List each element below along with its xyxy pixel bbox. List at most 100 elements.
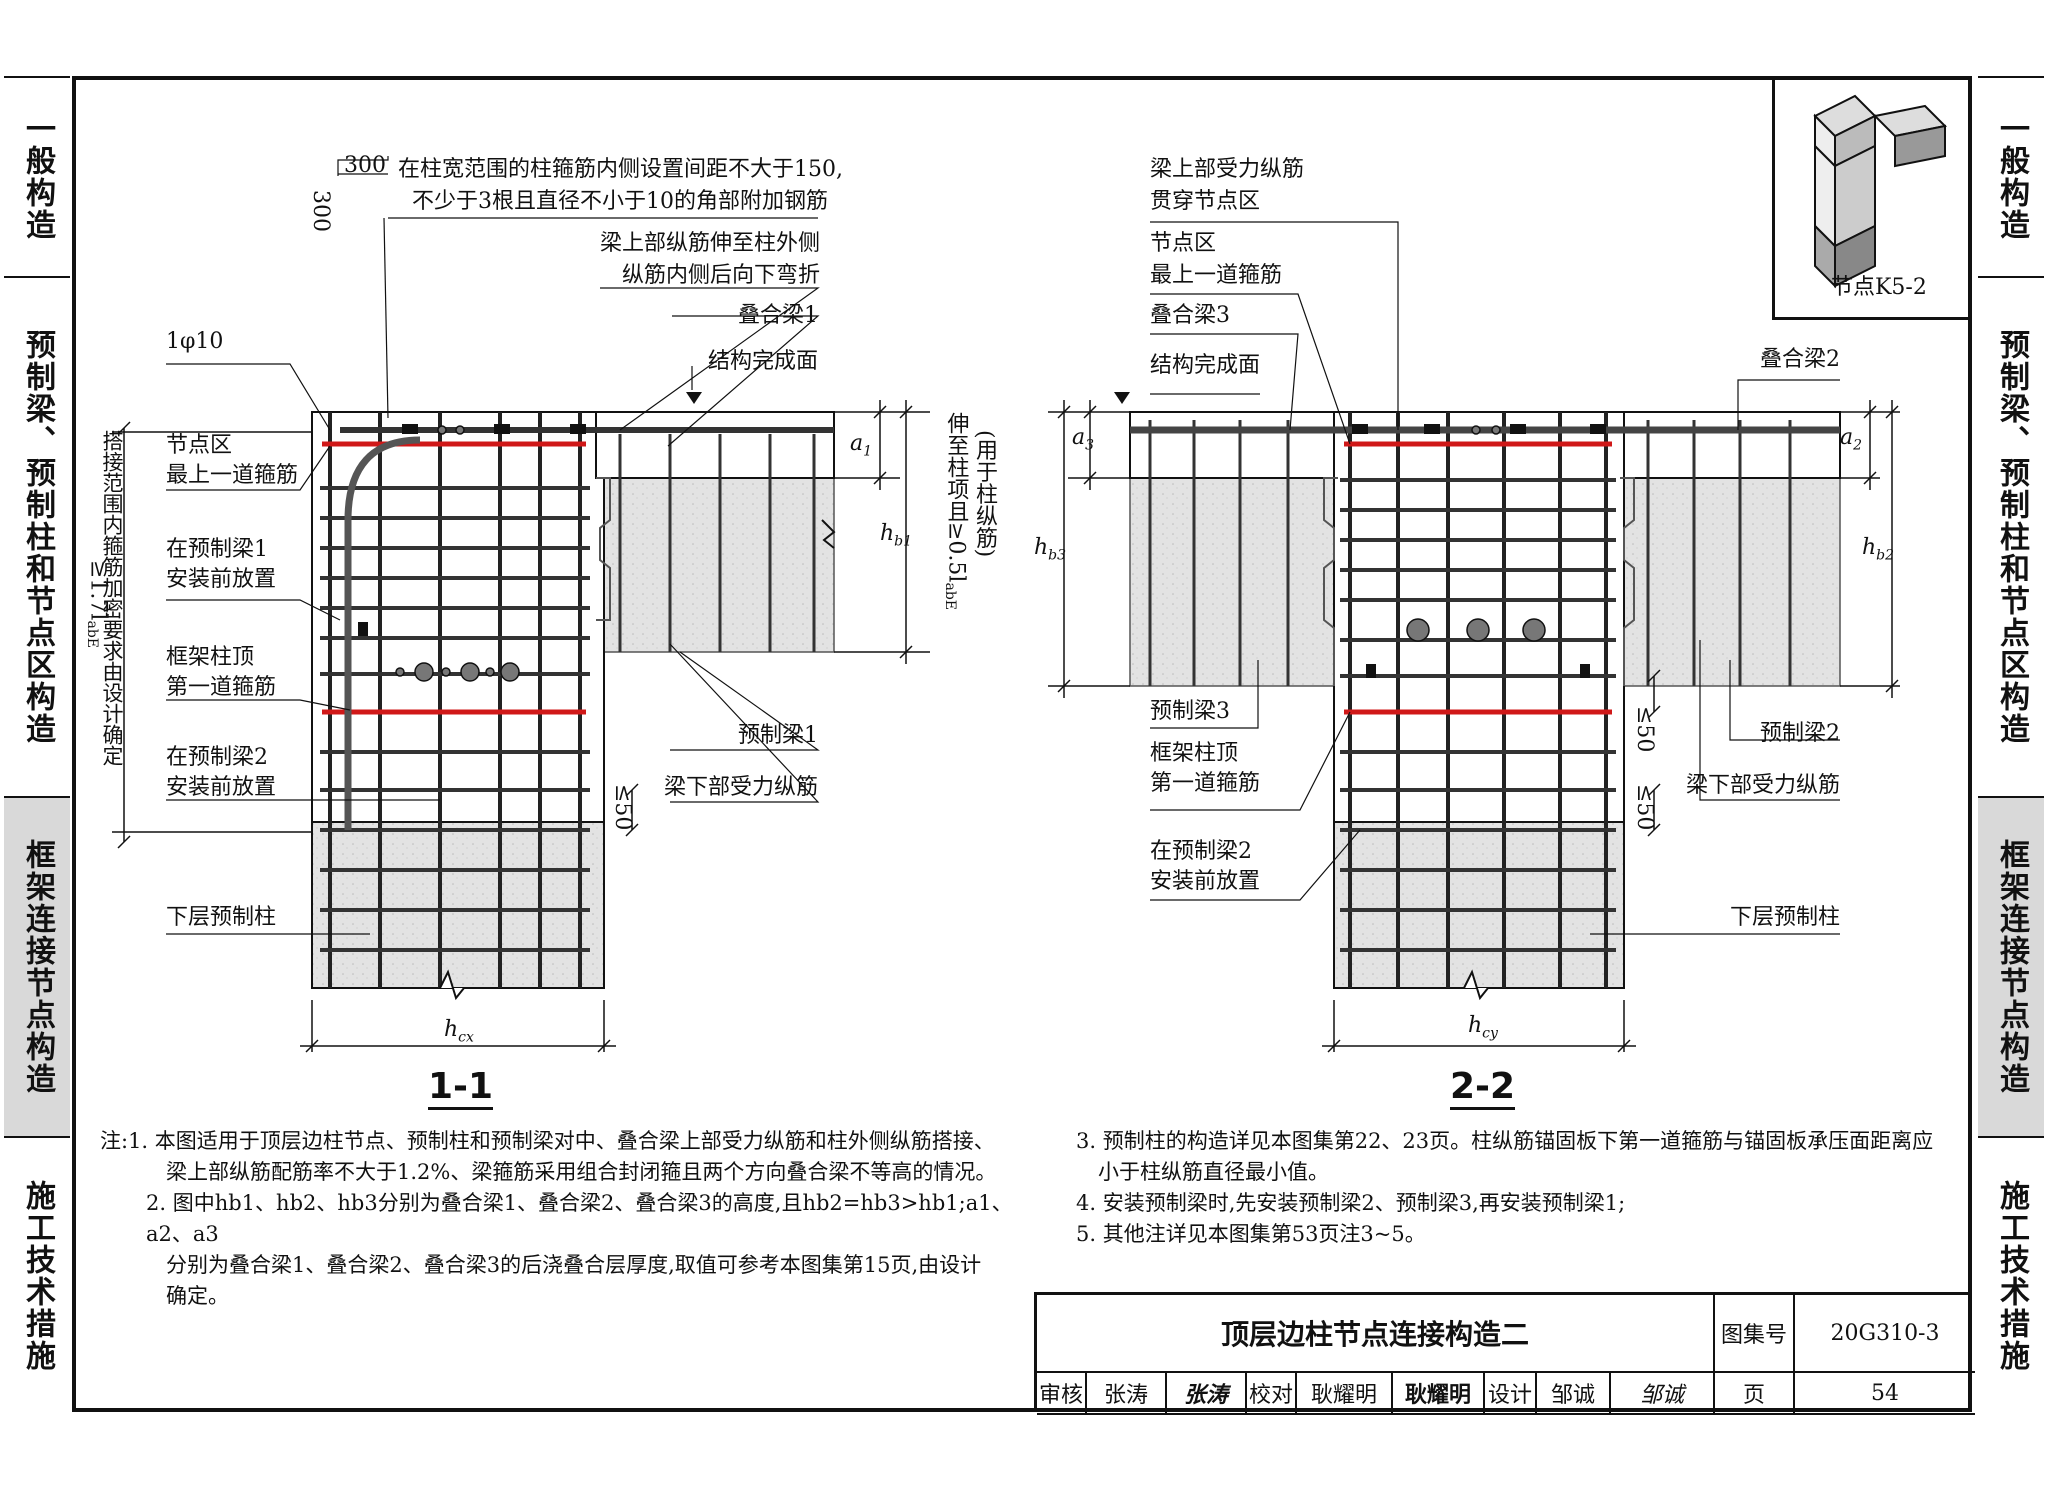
note-5: 5. 其他注详见本图集第53页注3~5。 xyxy=(1076,1222,1426,1246)
label-node-top-stirrup-2a: 节点区 xyxy=(1150,231,1217,256)
label-hb1: hb1 xyxy=(880,521,913,550)
check-label: 校对 xyxy=(1247,1373,1297,1415)
section-title-1-1: 1-1 xyxy=(428,1066,494,1110)
label-finish-face-2: 结构完成面 xyxy=(1150,353,1261,378)
node-3d-icon xyxy=(1813,94,1948,289)
right-tab-frame-label: 框架连接节点构造 xyxy=(1994,839,2029,1095)
drawing-title: 顶层边柱节点连接构造二 xyxy=(1037,1295,1715,1373)
label-le50-2a: ≤50 xyxy=(1632,706,1657,753)
left-tab-construction[interactable]: 施工技术措施 xyxy=(4,1138,70,1414)
right-tab-prefab-label: 预制梁、预制柱和节点区构造 xyxy=(1994,329,2029,745)
atlas-label: 图集号 xyxy=(1715,1295,1795,1373)
label-beam-bottom-bars-1: 梁下部受力纵筋 xyxy=(663,775,818,800)
callout-corner-bars-1: 在柱宽范围的柱箍筋内侧设置间距不大于150, xyxy=(398,157,843,182)
right-tab-column: 一般构造 预制梁、预制柱和节点区构造 框架连接节点构造 施工技术措施 xyxy=(1978,76,2044,1412)
label-prefab-beam-3: 预制梁3 xyxy=(1150,699,1230,724)
review-label: 审核 xyxy=(1037,1373,1087,1415)
label-lap-length: ≥1.7labE xyxy=(84,560,111,648)
designer-signature: 邹诚 xyxy=(1611,1373,1715,1415)
section-2-2 xyxy=(1048,221,1900,1053)
label-hb3: hb3 xyxy=(1034,535,1067,564)
dim-300-vertical: 300 xyxy=(308,190,333,232)
callout-corner-bars-2: 不少于3根且直径不小于10的角部附加钢筋 xyxy=(412,189,828,214)
label-finish-face-1: 结构完成面 xyxy=(707,349,818,374)
thumbnail-caption: 节点K5-2 xyxy=(1831,275,1927,300)
reviewer-name: 张涛 xyxy=(1087,1373,1167,1415)
right-tab-construction-label: 施工技术措施 xyxy=(1994,1180,2029,1372)
note-3-line-1: 3. 预制柱的构造详见本图集第22、23页。柱纵筋锚固板下第一道箍筋与锚固板承压… xyxy=(1076,1129,1934,1153)
callout-bend-1: 梁上部纵筋伸至柱外侧 xyxy=(599,231,820,256)
left-tab-column: 一般构造 预制梁、预制柱和节点区构造 框架连接节点构造 施工技术措施 xyxy=(4,76,70,1412)
design-label: 设计 xyxy=(1485,1373,1537,1415)
label-top-bars-2a: 梁上部受力纵筋 xyxy=(1150,157,1305,182)
section-1-1 xyxy=(112,156,930,1053)
label-before-beam1-b: 安装前放置 xyxy=(166,567,277,592)
checker-name: 耿耀明 xyxy=(1297,1373,1393,1415)
label-top-bars-2b: 贯穿节点区 xyxy=(1150,189,1261,214)
page-number: 54 xyxy=(1795,1373,1975,1415)
label-a1: a1 xyxy=(850,431,873,460)
left-tab-construction-label: 施工技术措施 xyxy=(20,1180,55,1372)
note-4: 4. 安装预制梁时,先安装预制梁2、预制梁3,再安装预制梁1; xyxy=(1076,1191,1626,1215)
note-2-line-2: 分别为叠合梁1、叠合梁2、叠合梁3的后浇叠合层厚度,取值可参考本图集第15页,由… xyxy=(166,1253,982,1277)
label-anchor-note-1: 伸至柱项且≥0.5labE xyxy=(942,412,969,610)
right-tab-construction[interactable]: 施工技术措施 xyxy=(1978,1138,2044,1414)
label-a3: a3 xyxy=(1072,425,1095,454)
dim-300-horizontal: 300 xyxy=(344,153,386,178)
label-hcy: hcy xyxy=(1468,1013,1498,1042)
label-before-beam2-2b: 安装前放置 xyxy=(1150,869,1261,894)
label-a2: a2 xyxy=(1840,425,1863,454)
reviewer-signature: 张涛 xyxy=(1167,1373,1247,1415)
label-node-top-stirrup-2b: 最上一道箍筋 xyxy=(1150,263,1283,288)
checker-signature: 耿耀明 xyxy=(1393,1373,1485,1415)
beam-cast-layer-1 xyxy=(595,411,835,479)
label-beam-1: 叠合梁1 xyxy=(738,303,818,328)
label-beam-2: 叠合梁2 xyxy=(1760,347,1840,372)
label-frame-col-top-1b: 第一道箍筋 xyxy=(166,675,277,700)
label-1phi10: 1φ10 xyxy=(166,329,224,354)
right-tab-general[interactable]: 一般构造 xyxy=(1978,78,2044,278)
label-frame-col-top-2b: 第一道箍筋 xyxy=(1150,771,1261,796)
prefab-beam-3-concrete xyxy=(1129,477,1339,687)
lower-column-1 xyxy=(311,821,605,989)
label-before-beam2-a: 在预制梁2 xyxy=(166,745,268,770)
prefab-beam-2-concrete xyxy=(1619,477,1841,687)
left-tab-frame-label: 框架连接节点构造 xyxy=(20,839,55,1095)
label-node-top-stirrup-1a: 节点区 xyxy=(166,433,233,458)
node-thumbnail: 节点K5-2 xyxy=(1772,76,1972,320)
label-before-beam2-2a: 在预制梁2 xyxy=(1150,839,1252,864)
prefab-beam-1-concrete xyxy=(595,477,835,653)
label-before-beam2-b: 安装前放置 xyxy=(166,775,277,800)
label-frame-col-top-2a: 框架柱顶 xyxy=(1150,741,1239,766)
label-le50-2b: ≤50 xyxy=(1632,784,1657,831)
left-tab-prefab-label: 预制梁、预制柱和节点区构造 xyxy=(20,329,55,745)
label-node-top-stirrup-1b: 最上一道箍筋 xyxy=(166,463,299,488)
left-tab-frame-connection[interactable]: 框架连接节点构造 xyxy=(4,798,70,1138)
label-le50-1: ≤50 xyxy=(610,784,635,831)
title-block: 顶层边柱节点连接构造二 图集号 20G310-3 审核 张涛 张涛 校对 耿耀明… xyxy=(1034,1292,1975,1415)
note-2-line-1: 2. 图中hb1、hb2、hb3分别为叠合梁1、叠合梁2、叠合梁3的高度,且hb… xyxy=(146,1191,1013,1246)
left-tab-prefab[interactable]: 预制梁、预制柱和节点区构造 xyxy=(4,278,70,798)
label-beam-3: 叠合梁3 xyxy=(1150,303,1230,328)
note-3-line-2: 小于柱纵筋直径最小值。 xyxy=(1098,1160,1329,1184)
note-1-line-1: 注:1. 本图适用于顶层边柱节点、预制柱和预制梁对中、叠合梁上部受力纵筋和柱外侧… xyxy=(100,1129,995,1153)
label-lap-stirrup-requirement: 搭接范围内箍筋加密要求由设计确定 xyxy=(100,430,124,766)
right-tab-frame-connection[interactable]: 框架连接节点构造 xyxy=(1978,798,2044,1138)
callout-bend-2: 纵筋内侧后向下弯折 xyxy=(621,263,820,288)
right-tab-prefab[interactable]: 预制梁、预制柱和节点区构造 xyxy=(1978,278,2044,798)
notes-left: 注:1. 本图适用于顶层边柱节点、预制柱和预制梁对中、叠合梁上部受力纵筋和柱外侧… xyxy=(100,1126,1020,1312)
label-prefab-beam-1: 预制梁1 xyxy=(738,723,818,748)
note-2-line-3: 确定。 xyxy=(166,1284,229,1308)
label-beam-bottom-bars-2: 梁下部受力纵筋 xyxy=(1685,773,1840,798)
label-before-beam1-a: 在预制梁1 xyxy=(166,537,268,562)
designer-name: 邹诚 xyxy=(1537,1373,1611,1415)
label-lower-column-2: 下层预制柱 xyxy=(1729,905,1840,930)
label-frame-col-top-1a: 框架柱顶 xyxy=(166,645,255,670)
label-hcx: hcx xyxy=(444,1017,474,1046)
note-1-line-2: 梁上部纵筋配筋率不大于1.2%、梁箍筋采用组合封闭箍且两个方向叠合梁不等高的情况… xyxy=(166,1160,997,1184)
label-prefab-beam-2: 预制梁2 xyxy=(1760,721,1840,746)
drawing-frame xyxy=(72,76,1972,1412)
left-tab-general[interactable]: 一般构造 xyxy=(4,78,70,278)
atlas-number: 20G310-3 xyxy=(1795,1295,1975,1373)
